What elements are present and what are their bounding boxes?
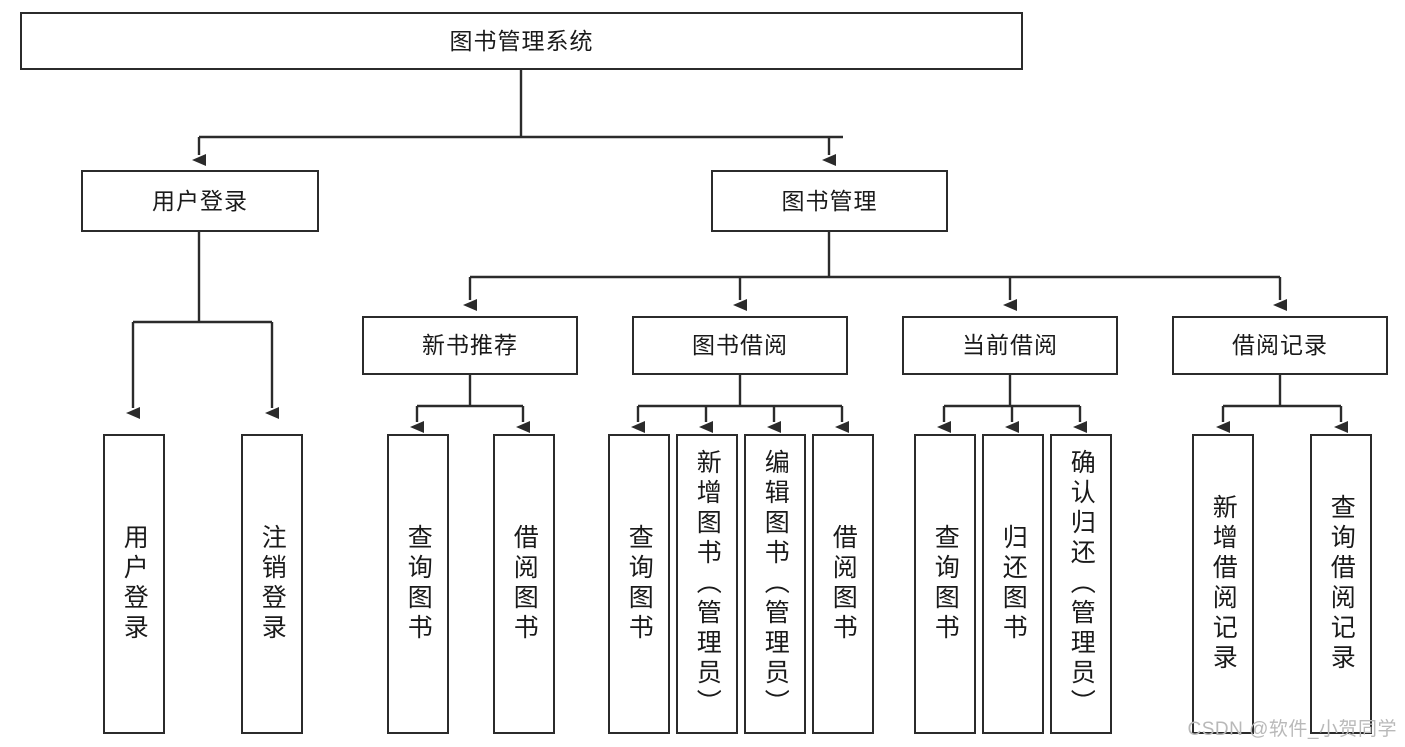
leaf-borrow-book-new[interactable]: 借阅图书 (493, 434, 555, 734)
node-root[interactable]: 图书管理系统 (20, 12, 1023, 70)
leaf-add-book-admin[interactable]: 新增图书（管理员） (676, 434, 738, 734)
watermark: CSDN @软件_小贺同学 (1187, 719, 1397, 740)
leaf-query-book-new[interactable]: 查询图书 (387, 434, 449, 734)
leaf-confirm-return-admin[interactable]: 确认归还（管理员） (1050, 434, 1112, 734)
node-label: 查询图书 (625, 524, 654, 644)
node-label: 借阅图书 (829, 524, 858, 644)
node-user-login[interactable]: 用户登录 (81, 170, 319, 232)
node-label: 借阅图书 (510, 524, 539, 644)
node-label: 查询图书 (931, 524, 960, 644)
leaf-add-borrow-record[interactable]: 新增借阅记录 (1192, 434, 1254, 734)
node-label: 图书管理 (781, 187, 878, 214)
leaf-logout[interactable]: 注销登录 (241, 434, 303, 734)
node-label: 确认归还（管理员） (1067, 449, 1096, 719)
node-label: 当前借阅 (962, 332, 1058, 358)
node-label: 注销登录 (258, 524, 287, 644)
leaf-borrow-book[interactable]: 借阅图书 (812, 434, 874, 734)
node-label: 查询图书 (404, 524, 433, 644)
leaf-query-borrow-record[interactable]: 查询借阅记录 (1310, 434, 1372, 734)
node-borrow-records[interactable]: 借阅记录 (1172, 316, 1388, 375)
leaf-edit-book-admin[interactable]: 编辑图书（管理员） (744, 434, 806, 734)
node-label: 归还图书 (999, 524, 1028, 644)
node-book-management[interactable]: 图书管理 (711, 170, 948, 232)
node-book-borrow[interactable]: 图书借阅 (632, 316, 848, 375)
node-label: 借阅记录 (1232, 332, 1328, 358)
node-label: 查询借阅记录 (1327, 494, 1356, 674)
node-label: 图书管理系统 (449, 27, 594, 54)
leaf-query-book-borrow[interactable]: 查询图书 (608, 434, 670, 734)
node-new-book-recommend[interactable]: 新书推荐 (362, 316, 578, 375)
node-label: 图书借阅 (692, 332, 788, 358)
leaf-return-book[interactable]: 归还图书 (982, 434, 1044, 734)
node-label: 编辑图书（管理员） (761, 449, 790, 719)
node-label: 新书推荐 (422, 332, 518, 358)
node-label: 用户登录 (120, 524, 149, 644)
leaf-query-book-current[interactable]: 查询图书 (914, 434, 976, 734)
node-label: 新增借阅记录 (1209, 494, 1238, 674)
node-current-borrow[interactable]: 当前借阅 (902, 316, 1118, 375)
leaf-user-login[interactable]: 用户登录 (103, 434, 165, 734)
node-label: 用户登录 (152, 187, 248, 214)
node-label: 新增图书（管理员） (693, 449, 722, 719)
